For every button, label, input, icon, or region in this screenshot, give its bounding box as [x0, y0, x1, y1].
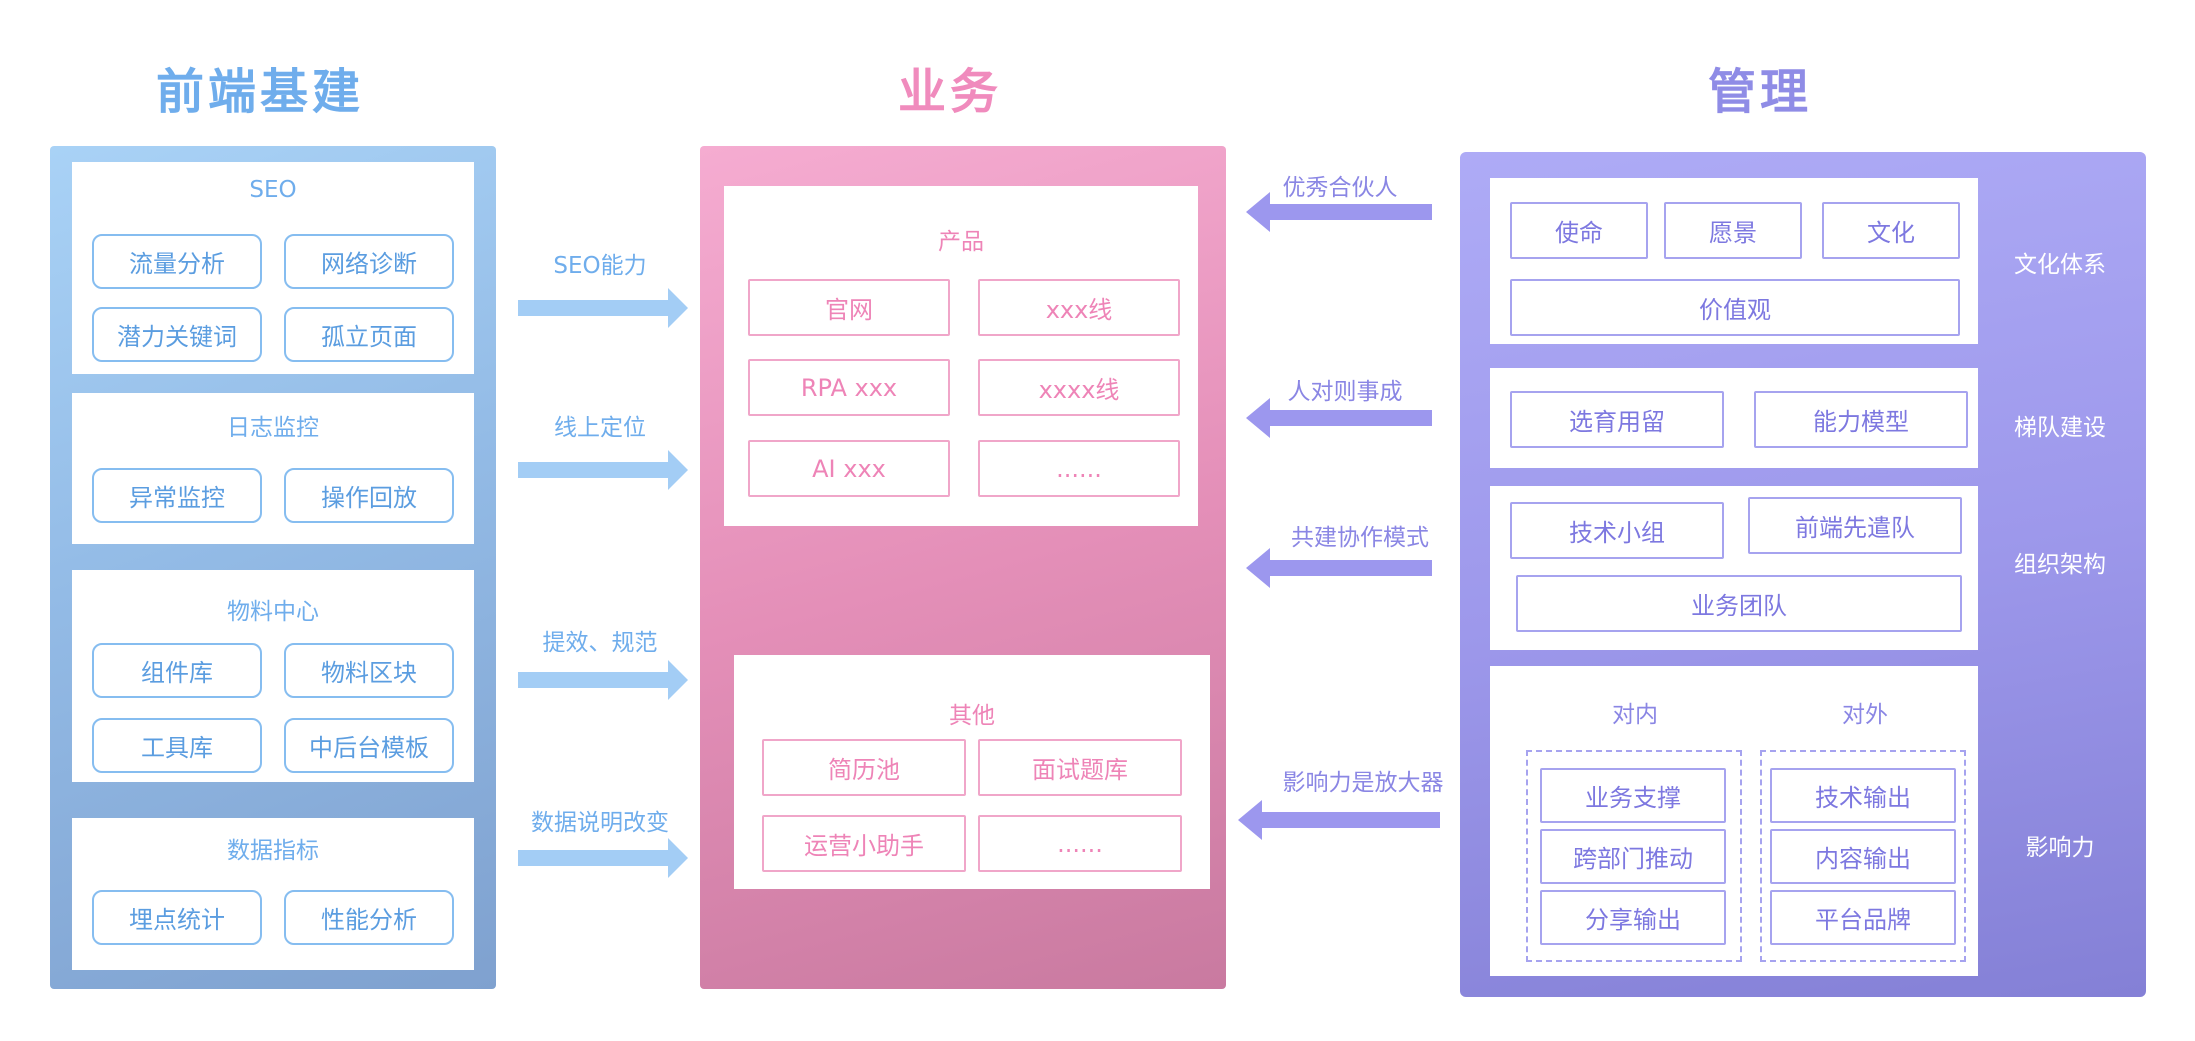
- influence-outer-title: 对外: [1842, 702, 1888, 728]
- chip-ai[interactable]: AI xxx: [748, 440, 950, 497]
- chip-product-more[interactable]: ......: [978, 440, 1180, 497]
- arrow-right-icon: [518, 660, 688, 700]
- chip-content-output[interactable]: 内容输出: [1770, 829, 1956, 884]
- chip-frontend-vanguard[interactable]: 前端先遣队: [1748, 497, 1962, 554]
- label-influence: 影响力: [2025, 835, 2095, 861]
- influence-inner-group: [1526, 750, 1742, 962]
- influence-inner-title: 对内: [1612, 702, 1658, 728]
- arrow-label-efficiency-standards: 提效、规范: [542, 630, 658, 656]
- chip-orphan-pages[interactable]: 孤立页面: [284, 307, 454, 362]
- chip-mission[interactable]: 使命: [1510, 202, 1648, 259]
- chip-tech-output[interactable]: 技术输出: [1770, 768, 1956, 823]
- chip-ops-assistant[interactable]: 运营小助手: [762, 815, 966, 872]
- seo-card-title: SEO: [249, 177, 297, 203]
- chip-business-team[interactable]: 业务团队: [1516, 575, 1962, 632]
- arrow-left-icon: [1246, 192, 1432, 232]
- chip-material-blocks[interactable]: 物料区块: [284, 643, 454, 698]
- chip-potential-keywords[interactable]: 潜力关键词: [92, 307, 262, 362]
- arrow-label-online-locate: 线上定位: [554, 415, 646, 441]
- arrow-label-co-build-mode: 共建协作模式: [1291, 525, 1429, 551]
- arrow-left-icon: [1238, 800, 1440, 840]
- arrow-label-influence-amplifier: 影响力是放大器: [1282, 770, 1444, 796]
- heading-management: 管理: [1707, 64, 1812, 120]
- chip-traffic-analysis[interactable]: 流量分析: [92, 234, 262, 289]
- arrow-label-excellent-partners: 优秀合伙人: [1282, 175, 1398, 201]
- chip-tracking-stats[interactable]: 埋点统计: [92, 890, 262, 945]
- chip-business-support[interactable]: 业务支撑: [1540, 768, 1726, 823]
- arrow-right-icon: [518, 450, 688, 490]
- chip-session-replay[interactable]: 操作回放: [284, 468, 454, 523]
- chip-performance-analysis[interactable]: 性能分析: [284, 890, 454, 945]
- chip-sharing-output[interactable]: 分享输出: [1540, 890, 1726, 945]
- label-org-structure: 组织架构: [2014, 552, 2106, 578]
- chip-tech-group[interactable]: 技术小组: [1510, 502, 1724, 559]
- arrow-left-icon: [1246, 548, 1432, 588]
- arrow-label-seo-capability: SEO能力: [553, 253, 647, 279]
- chip-vision[interactable]: 愿景: [1664, 202, 1802, 259]
- heading-frontend-infra: 前端基建: [155, 64, 364, 120]
- arrow-right-icon: [518, 838, 688, 878]
- heading-business: 业务: [897, 64, 1002, 120]
- chip-culture[interactable]: 文化: [1822, 202, 1960, 259]
- influence-outer-group: [1760, 750, 1966, 962]
- chip-competency-model[interactable]: 能力模型: [1754, 391, 1968, 448]
- other-card-title: 其他: [949, 703, 995, 729]
- product-card-title: 产品: [938, 229, 984, 255]
- chip-tool-library[interactable]: 工具库: [92, 718, 262, 773]
- arrow-right-icon: [518, 288, 688, 328]
- chip-values[interactable]: 价值观: [1510, 279, 1960, 336]
- chip-resume-pool[interactable]: 简历池: [762, 739, 966, 796]
- chip-rpa[interactable]: RPA xxx: [748, 359, 950, 416]
- chip-exception-monitoring[interactable]: 异常监控: [92, 468, 262, 523]
- chip-admin-templates[interactable]: 中后台模板: [284, 718, 454, 773]
- chip-xxxx-line[interactable]: xxxx线: [978, 359, 1180, 416]
- label-echelon-building: 梯队建设: [2014, 415, 2106, 441]
- arrow-label-data-change: 数据说明改变: [531, 810, 669, 836]
- data-metrics-title: 数据指标: [227, 838, 319, 864]
- chip-official-site[interactable]: 官网: [748, 279, 950, 336]
- log-monitoring-title: 日志监控: [227, 415, 319, 441]
- chip-interview-questions[interactable]: 面试题库: [978, 739, 1182, 796]
- arrow-label-right-people: 人对则事成: [1287, 379, 1403, 405]
- arrow-left-icon: [1246, 398, 1432, 438]
- chip-network-diagnosis[interactable]: 网络诊断: [284, 234, 454, 289]
- chip-platform-brand[interactable]: 平台品牌: [1770, 890, 1956, 945]
- chip-select-train-use-retain[interactable]: 选育用留: [1510, 391, 1724, 448]
- chip-other-more[interactable]: ......: [978, 815, 1182, 872]
- chip-xxx-line[interactable]: xxx线: [978, 279, 1180, 336]
- chip-component-library[interactable]: 组件库: [92, 643, 262, 698]
- label-culture-system: 文化体系: [2014, 252, 2106, 278]
- material-center-title: 物料中心: [227, 599, 319, 625]
- chip-cross-dept-promotion[interactable]: 跨部门推动: [1540, 829, 1726, 884]
